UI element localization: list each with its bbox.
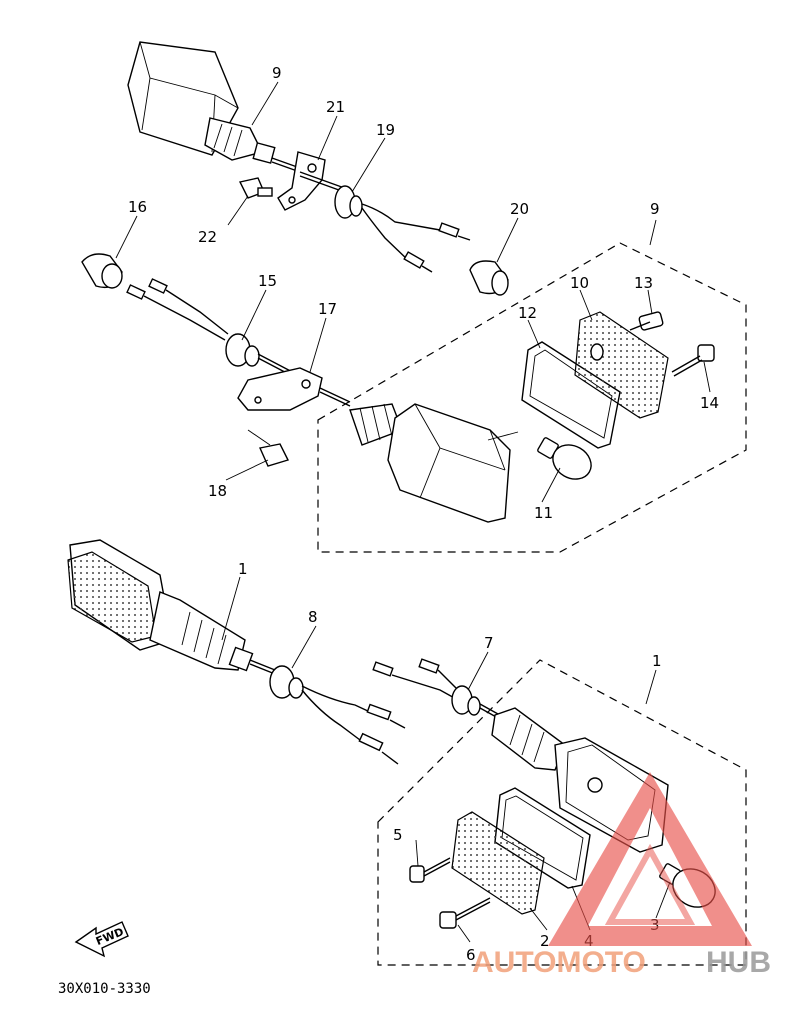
grommet-20 (469, 260, 509, 296)
callout-12: 12 (518, 304, 537, 322)
callout-11: 11 (534, 504, 553, 522)
callout-labels: 9 21 19 22 16 20 9 15 17 10 13 12 14 18 … (128, 64, 719, 964)
bracket-17 (237, 367, 351, 411)
bolt-18 (247, 429, 289, 467)
grommet-19 (334, 185, 471, 273)
callout-21: 21 (326, 98, 345, 116)
grommet-8 (269, 665, 406, 765)
bolt-22 (238, 177, 273, 199)
callout-10: 10 (570, 274, 589, 292)
lens-2 (451, 811, 545, 915)
fwd-arrow-icon: FWD (74, 921, 129, 958)
callout-14: 14 (700, 394, 719, 412)
callout-19: 19 (376, 121, 395, 139)
screw-5 (409, 857, 451, 883)
callout-20: 20 (510, 200, 529, 218)
wires-15 (126, 278, 229, 341)
watermark-text-hub: HUB (706, 946, 771, 979)
turn-signal-front-left (127, 41, 301, 173)
lens-10 (574, 311, 669, 419)
screw-14 (671, 344, 715, 377)
bulb-11 (537, 437, 592, 480)
watermark-text-automoto: AUTOMOTO (472, 946, 646, 979)
callout-15: 15 (258, 272, 277, 290)
callout-1-left: 1 (238, 560, 248, 578)
lens-gasket-12 (521, 341, 621, 449)
turn-signal-front-right (349, 403, 511, 523)
callout-2: 2 (540, 932, 550, 950)
screw-6 (439, 897, 491, 929)
callout-13: 13 (634, 274, 653, 292)
callout-9-box: 9 (650, 200, 660, 218)
callout-6: 6 (466, 946, 476, 964)
callout-7: 7 (484, 634, 494, 652)
watermark-triangle-icon (548, 772, 752, 946)
grommet-7 (372, 658, 499, 719)
callout-17: 17 (318, 300, 337, 318)
callout-1-box: 1 (652, 652, 662, 670)
turn-signal-rear-left (67, 539, 276, 675)
grommet-16 (81, 253, 123, 289)
callout-22: 22 (198, 228, 217, 246)
diagram-part-code: 30X010-3330 (58, 981, 151, 997)
dashed-assembly-box-upper (317, 242, 747, 553)
callout-18: 18 (208, 482, 227, 500)
screw-13 (629, 311, 664, 331)
callout-9-top: 9 (272, 64, 282, 82)
watermark-logo: AUTOMOTO HUB (472, 772, 771, 979)
callout-16: 16 (128, 198, 147, 216)
dashed-assembly-box-lower (377, 659, 747, 966)
grommet-15 (225, 333, 301, 381)
callout-5: 5 (393, 826, 403, 844)
callout-8: 8 (308, 608, 318, 626)
